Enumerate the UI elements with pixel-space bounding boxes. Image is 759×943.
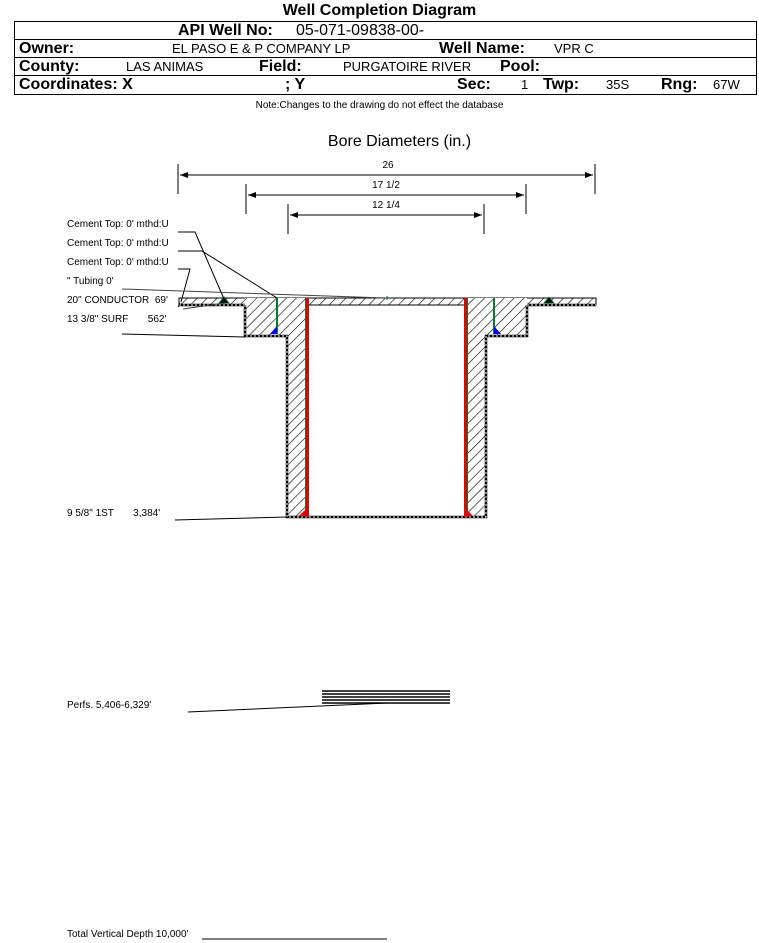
twp-label: Twp: [543,76,580,93]
rng-value: 67W [713,77,740,92]
tubing-label: " Tubing 0' [67,276,114,287]
bore-diameter-12-1-4: 12 1/4 [372,200,400,211]
diagram-title: Well Completion Diagram [282,2,477,19]
sec-label: Sec: [457,76,491,93]
dimension-lines [177,164,596,234]
bore-diameter-17-1-2: 17 1/2 [372,180,400,191]
twp-value: 35S [606,77,630,92]
perforations [322,690,450,704]
bore-diameters-title: Bore Diameters (in.) [327,133,472,150]
cement-top-label-3: Cement Top: 0' mthd:U [67,257,169,268]
conductor-label: 20" CONDUCTOR 69' [67,295,168,306]
county-row: County: LAS ANIMAS Field: PURGATOIRE RIV… [15,58,756,76]
cement-top-label-1: Cement Top: 0' mthd:U [67,219,169,230]
casing-strings [218,296,555,517]
well-name-label: Well Name: [439,40,525,57]
coordinates-x-label: Coordinates: X [19,76,133,93]
cement-top-label-2: Cement Top: 0' mthd:U [67,238,169,249]
owner-value: EL PASO E & P COMPANY LP [172,41,351,56]
database-note: Note:Changes to the drawing do not effec… [255,100,504,111]
api-label: API Well No: [178,22,273,39]
rng-label: Rng: [661,76,698,93]
well-name-value: VPR C [554,41,594,56]
wellbore-annulus [178,297,597,519]
first-string-label: 9 5/8" 1ST 3,384' [67,508,161,519]
bore-diameter-26: 26 [382,160,394,171]
leader-lines [121,231,388,940]
surface-casing-label: 13 3/8" SURF 562' [67,314,167,325]
sec-value: 1 [521,77,529,92]
well-header-table: API Well No: 05-071-09838-00- Owner: EL … [14,21,757,95]
field-value: PURGATOIRE RIVER [343,59,472,74]
api-value: 05-071-09838-00- [296,22,425,39]
county-value: LAS ANIMAS [126,59,204,74]
owner-row: Owner: EL PASO E & P COMPANY LP Well Nam… [15,40,756,58]
field-label: Field: [259,58,302,75]
pool-label: Pool: [500,58,540,75]
county-label: County: [19,58,80,75]
total-vertical-depth-label: Total Vertical Depth 10,000' [67,929,189,940]
perforations-label: Perfs. 5,406-6,329' [67,700,152,711]
api-row: API Well No: 05-071-09838-00- [15,22,756,40]
coordinates-y-label: ; Y [285,76,306,93]
owner-label: Owner: [19,40,75,57]
coordinates-row: Coordinates: X ; Y Sec: 1 Twp: 35S Rng: … [15,76,756,94]
